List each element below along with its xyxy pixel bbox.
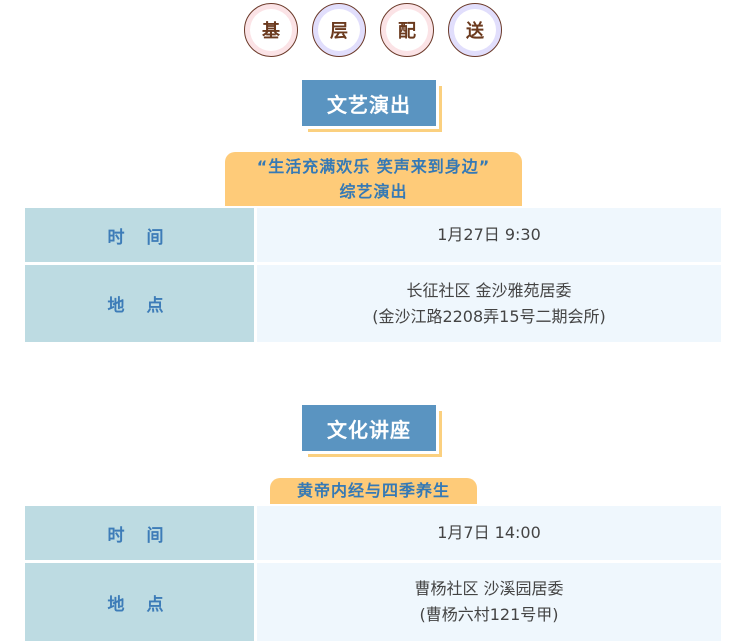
section-title: 文化讲座 xyxy=(302,405,442,457)
header-char-circle: 基 xyxy=(244,3,298,57)
header-char-circle: 送 xyxy=(448,3,502,57)
section-title-text: 文化讲座 xyxy=(302,405,436,451)
table-row-time: 时 间 1月27日 9:30 xyxy=(25,208,721,262)
event-name-line: 黄帝内经与四季养生 xyxy=(296,481,450,500)
time-value: 1月27日 9:30 xyxy=(437,225,541,244)
header-char: 配 xyxy=(386,9,428,51)
place-address: (金沙江路2208弄15号二期会所) xyxy=(372,306,606,326)
header-char-circle: 配 xyxy=(380,3,434,57)
event-name-banner: 黄帝内经与四季养生 xyxy=(270,478,477,504)
place-label: 地 点 xyxy=(25,265,254,342)
time-label: 时 间 xyxy=(25,506,254,560)
section-title-text: 文艺演出 xyxy=(302,80,436,126)
header-char: 层 xyxy=(318,9,360,51)
place-value: 曹杨社区 沙溪园居委 xyxy=(414,579,564,598)
event-name-banner: “生活充满欢乐 笑声来到身边” 综艺演出 xyxy=(225,152,522,206)
time-value: 1月7日 14:00 xyxy=(437,523,541,542)
place-address: (曹杨六村121号甲) xyxy=(419,605,559,624)
place-label: 地 点 xyxy=(25,563,254,641)
event-name-line: 综艺演出 xyxy=(339,182,408,201)
time-label: 时 间 xyxy=(25,208,254,262)
header-char: 送 xyxy=(454,9,496,51)
table-row-place: 地 点 曹杨社区 沙溪园居委 (曹杨六村121号甲) xyxy=(25,563,721,641)
section-title: 文艺演出 xyxy=(302,80,442,132)
table-row-place: 地 点 长征社区 金沙雅苑居委 (金沙江路2208弄15号二期会所) xyxy=(25,265,721,342)
header-char-circle: 层 xyxy=(312,3,366,57)
table-row-time: 时 间 1月7日 14:00 xyxy=(25,506,721,560)
place-value: 长征社区 金沙雅苑居委 xyxy=(406,280,572,300)
event-name-line: “生活充满欢乐 笑声来到身边” xyxy=(256,157,491,176)
header-char: 基 xyxy=(250,9,292,51)
